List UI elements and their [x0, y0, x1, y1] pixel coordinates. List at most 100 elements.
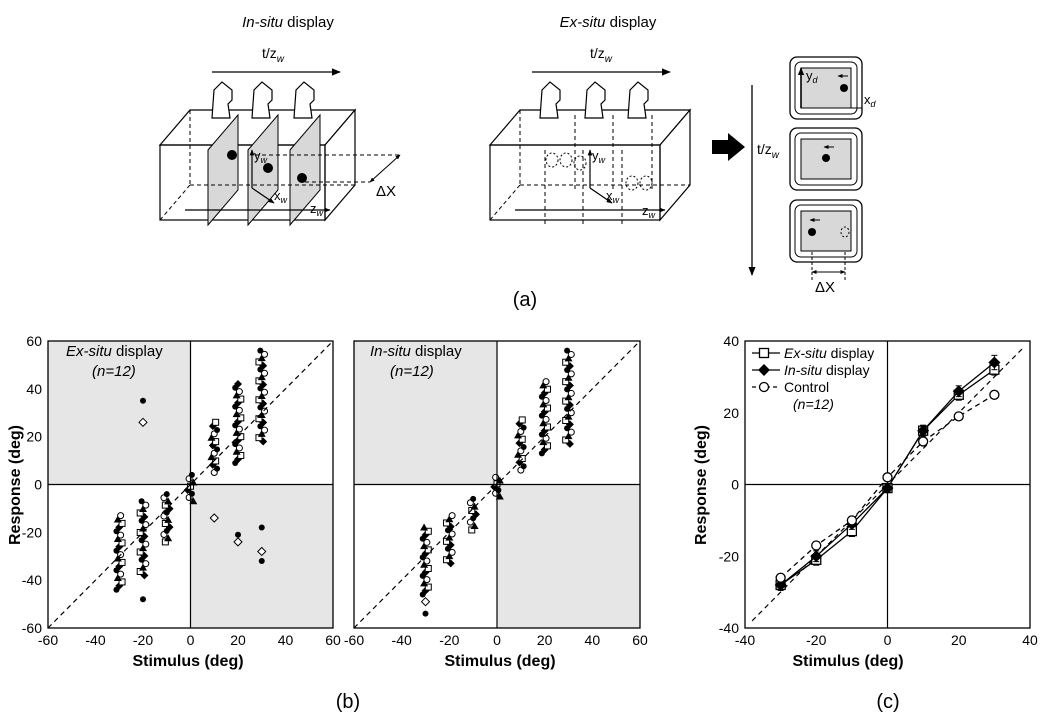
data-point [257, 354, 266, 362]
data-point [164, 534, 173, 542]
data-point [423, 576, 431, 584]
data-point [139, 505, 147, 513]
data-point [564, 354, 573, 362]
data-point [255, 434, 263, 442]
data-point [235, 425, 243, 433]
series-marker [952, 385, 965, 398]
data-point [161, 501, 169, 509]
data-point [189, 478, 198, 486]
data-point [448, 512, 456, 520]
data-point [234, 380, 242, 389]
inset-title: In-situ display [370, 343, 462, 360]
data-point [514, 431, 523, 439]
outlier-point [138, 417, 148, 428]
data-point [562, 417, 570, 425]
y-tick-label: 20 [723, 405, 739, 421]
series-marker [882, 472, 893, 483]
data-point [257, 373, 266, 381]
data-point [445, 552, 454, 560]
exsitu-title: Ex-situ display [560, 14, 657, 31]
data-point [564, 373, 573, 381]
data-point [163, 491, 170, 498]
data-point [514, 450, 523, 458]
legend-label: Control [784, 379, 829, 395]
x-axis-label: Stimulus (deg) [444, 653, 555, 670]
data-point [214, 446, 221, 453]
data-point [214, 465, 221, 472]
data-point [470, 495, 477, 502]
display-frames: yd xd ΔX [789, 56, 877, 296]
panel-a-label: (a) [513, 289, 537, 311]
data-point [539, 381, 548, 389]
inset-title: Ex-situ display [66, 343, 163, 360]
data-point [543, 385, 551, 393]
data-point [543, 404, 551, 412]
data-point [237, 451, 245, 459]
data-point [232, 391, 241, 399]
outlier-point [420, 596, 431, 607]
data-point [562, 378, 570, 386]
axis-z-label: zw [642, 203, 656, 220]
data-point [424, 564, 432, 572]
data-point [255, 396, 263, 404]
x-tick-label: 40 [585, 632, 601, 648]
data-point [212, 438, 220, 446]
data-point [562, 436, 570, 444]
data-point [161, 520, 169, 528]
head-icons [211, 81, 315, 119]
data-point [443, 519, 451, 527]
x-tick-label: 20 [951, 632, 967, 648]
outlier-point [257, 546, 267, 557]
outlier-point [209, 513, 219, 523]
panel-a-schematic: In-situ display Ex-situ display t/zw [158, 14, 877, 311]
data-point [420, 579, 429, 587]
data-point [539, 419, 548, 427]
x-tick-label: 0 [493, 632, 501, 648]
data-point [443, 537, 451, 545]
data-point [542, 397, 550, 405]
data-point [562, 358, 570, 366]
inset-n: (n=12) [390, 363, 434, 380]
x-tick-label: 0 [187, 632, 195, 648]
data-point [255, 377, 263, 385]
shaded-quadrant [497, 484, 640, 628]
data-point [189, 497, 198, 505]
vertical-time-label: t/zw [757, 141, 780, 161]
data-point [232, 447, 241, 455]
y-tick-label: 40 [26, 381, 42, 397]
y-tick-label: 20 [26, 429, 42, 445]
data-point [261, 407, 269, 415]
data-point [495, 476, 504, 484]
data-point [420, 560, 429, 568]
data-point [142, 501, 150, 509]
series-group [774, 354, 1001, 591]
data-point [161, 538, 169, 546]
x-tick-label: -20 [439, 632, 459, 648]
series-3 [775, 389, 1000, 583]
panel-c-label: (c) [876, 691, 899, 713]
axis-y-label: yw [254, 148, 268, 165]
target-dot [263, 163, 273, 173]
x-tick-label: -20 [133, 632, 153, 648]
data-point [232, 428, 241, 436]
data-point [261, 426, 269, 434]
data-point [138, 498, 145, 505]
data-point [117, 512, 125, 520]
data-point [257, 347, 264, 354]
data-point [142, 540, 150, 548]
data-point [423, 557, 431, 565]
data-point [470, 522, 479, 530]
y-tick-label: 0 [34, 477, 42, 493]
data-point [420, 542, 429, 550]
data-point [139, 544, 147, 552]
legend-item: In-situ display [752, 362, 870, 378]
series-marker [917, 424, 930, 437]
data-point [423, 538, 431, 546]
x-tick-label: 60 [325, 632, 341, 648]
y-tick-label: -40 [22, 572, 42, 588]
data-point [448, 548, 456, 556]
